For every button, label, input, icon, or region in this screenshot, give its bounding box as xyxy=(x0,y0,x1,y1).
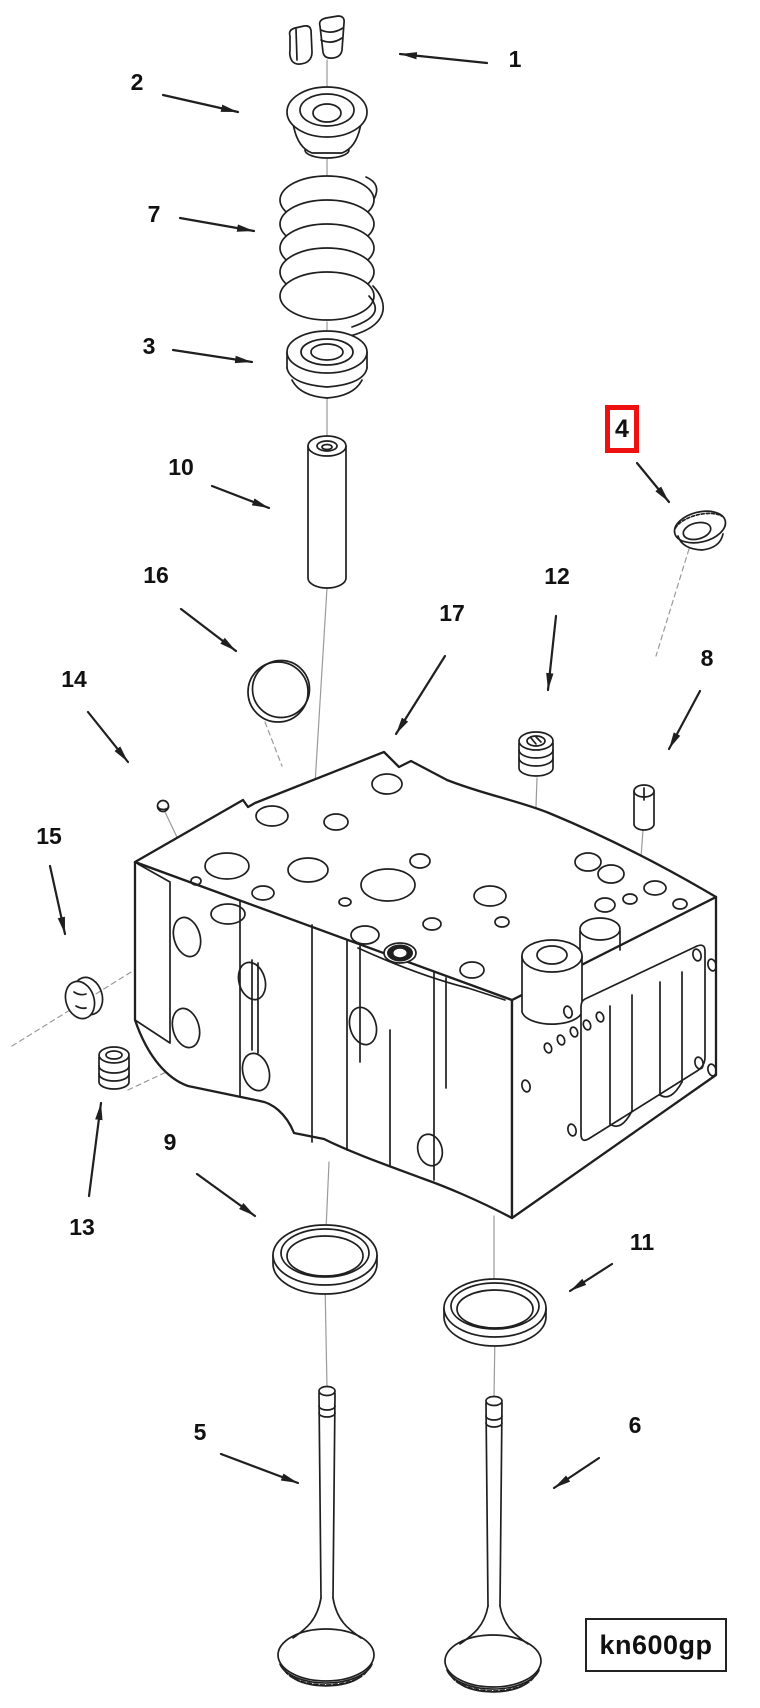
cylinder-head xyxy=(133,750,718,1220)
threaded-plug-part12 xyxy=(518,731,554,777)
exhaust-valve xyxy=(277,1385,375,1687)
callout-14[interactable]: 14 xyxy=(61,665,87,692)
valve-stem-seal xyxy=(286,330,368,399)
callout-5[interactable]: 5 xyxy=(193,1418,207,1445)
leader-lines xyxy=(164,59,644,1399)
drawing-code-box: kn600gp xyxy=(585,1618,727,1672)
callout-1[interactable]: 1 xyxy=(508,45,522,72)
intake-valve xyxy=(444,1395,542,1693)
callout-4-highlight[interactable]: 4 xyxy=(605,405,639,453)
callout-16[interactable]: 16 xyxy=(143,561,169,588)
dowel-pin xyxy=(633,784,655,831)
callout-6[interactable]: 6 xyxy=(628,1411,642,1438)
drawing-code-text: kn600gp xyxy=(599,1629,713,1660)
ball-plug xyxy=(156,799,170,813)
callout-arrows xyxy=(48,52,702,1490)
valve-seat-insert-part9 xyxy=(272,1224,378,1295)
callout-8[interactable]: 8 xyxy=(700,644,714,671)
spring-retainer xyxy=(286,86,368,159)
callout-17[interactable]: 17 xyxy=(439,599,465,626)
callout-15[interactable]: 15 xyxy=(36,822,62,849)
callout-9[interactable]: 9 xyxy=(163,1128,177,1155)
callout-3[interactable]: 3 xyxy=(142,332,156,359)
callout-7[interactable]: 7 xyxy=(147,200,161,227)
callout-11[interactable]: 11 xyxy=(629,1228,655,1255)
callout-2[interactable]: 2 xyxy=(130,68,144,95)
valve-seat-insert-part11 xyxy=(443,1278,547,1347)
seal-washer-part4 xyxy=(673,510,727,551)
callout-13[interactable]: 13 xyxy=(69,1213,95,1240)
callout-10[interactable]: 10 xyxy=(168,453,194,480)
cup-plug-large xyxy=(247,659,311,723)
threaded-plug-part13 xyxy=(98,1046,130,1090)
seal-grommet-on-deck xyxy=(383,942,417,964)
valve-spring xyxy=(279,175,385,337)
valve-guide xyxy=(307,435,347,589)
cup-plug-small-part15 xyxy=(64,976,104,1020)
callout-12[interactable]: 12 xyxy=(544,562,570,589)
valve-keeper-collets xyxy=(288,15,345,65)
